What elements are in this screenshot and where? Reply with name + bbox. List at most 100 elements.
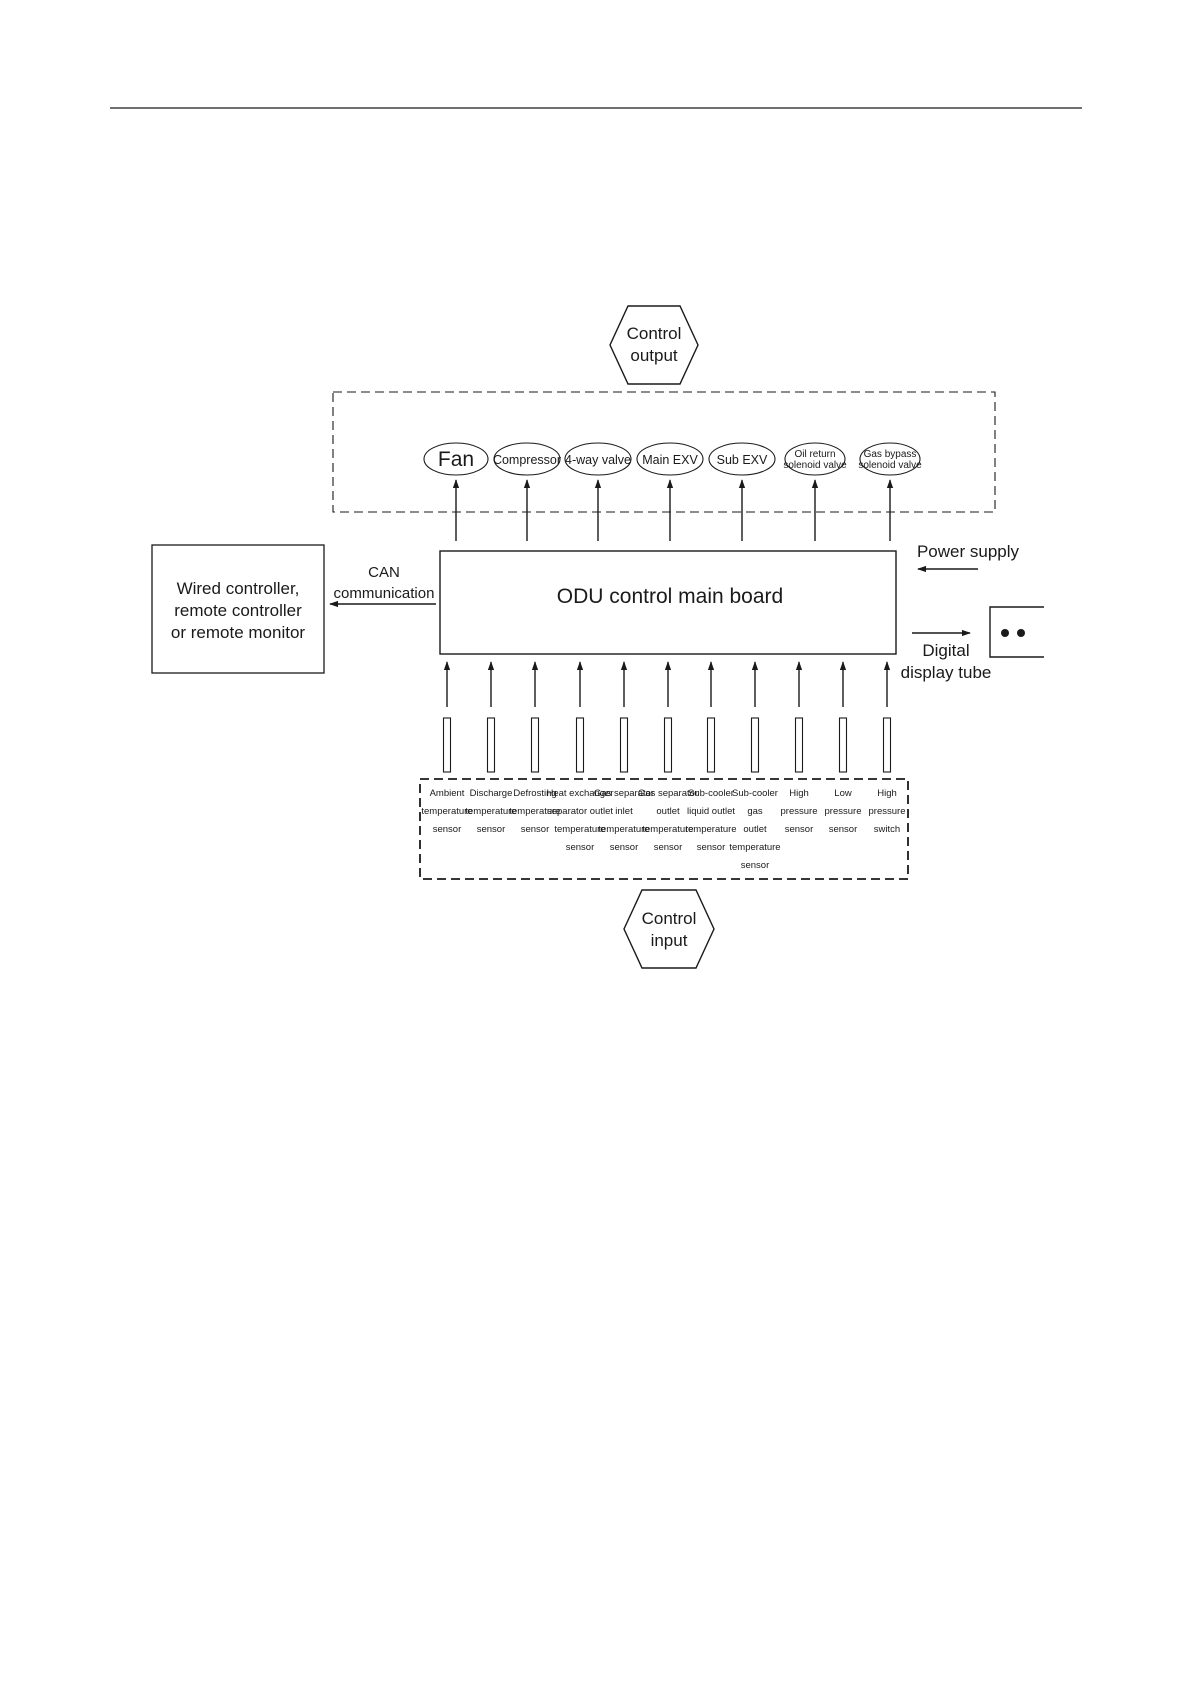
output-main-exv: Main EXV — [636, 442, 704, 541]
input-connector-low-pressure-sensor — [838, 717, 848, 773]
output-label-fan: Fan — [438, 448, 474, 471]
input-label-line: temperature — [509, 806, 560, 817]
input-label-line: separator outlet — [547, 806, 613, 817]
display-dot-right — [1017, 629, 1025, 637]
input-label-line: sensor — [433, 824, 462, 835]
output-label-line: 4-way valve — [565, 453, 631, 467]
output-oval-4-way-valve — [564, 442, 632, 476]
input-label-line: Heat exchanger — [546, 788, 613, 799]
input-label-line: sensor — [477, 824, 506, 835]
input-label-line: temperature — [554, 824, 605, 835]
input-label-line: sensor — [566, 842, 595, 853]
input-discharge-temperature-sensor: Discharge temperature sensor — [465, 661, 517, 835]
input-label-line: Gas separator — [594, 788, 654, 799]
input-label-line: Sub-cooler — [688, 788, 734, 799]
input-label-sub-cooler-liquid-outlet-temperature-sensor: Sub-cooler liquid outlet temperature sensor — [685, 788, 736, 853]
input-gas-separator-outlet-temperature-sensor: Gas separator outlet temperature sensor — [638, 661, 698, 853]
output-oval-fan — [423, 442, 489, 476]
input-label-heat-exchanger-separator-outlet-temperature-sensor: Heat exchanger separator outlet temperatur… — [546, 788, 613, 853]
input-label-line: sensor — [654, 842, 683, 853]
input-label-line: temperature — [642, 824, 693, 835]
input-label-discharge-temperature-sensor: Discharge temperature sensor — [465, 788, 516, 835]
input-label-line: liquid outlet — [687, 806, 735, 817]
digital-display-tube-box — [989, 606, 1044, 658]
power-supply-label: Power supply — [917, 542, 1020, 561]
input-label-line: sensor — [829, 824, 858, 835]
output-label-compressor: Compressor — [493, 453, 561, 467]
input-gas-separator-inlet-temperature-sensor: Gas separator inlet temperature sensor — [594, 661, 654, 853]
output-label-line: solenoid valve — [783, 460, 847, 471]
input-group-frame — [419, 778, 909, 880]
output-oval-sub-exv — [708, 442, 776, 476]
wired-controller-box — [151, 544, 325, 674]
output-sub-exv: Sub EXV — [708, 442, 776, 541]
input-label-line: inlet — [615, 806, 633, 817]
input-ambient-temperature-sensor: Ambient temperature sensor — [421, 661, 473, 835]
input-sub-cooler-liquid-outlet-temperature-sensor: Sub-cooler liquid outlet temperature sensor — [685, 661, 737, 853]
input-label-line: outlet — [656, 806, 680, 817]
output-compressor: Compressor — [493, 442, 561, 541]
input-label-line: Discharge — [470, 788, 513, 799]
output-fan: Fan — [423, 442, 489, 541]
output-label-line: Main EXV — [642, 453, 698, 467]
output-4-way-valve: 4-way valve — [564, 442, 632, 541]
input-label-line: temperature — [729, 842, 780, 853]
output-label-main-exv: Main EXV — [642, 453, 698, 467]
input-heat-exchanger-separator-outlet-temperature-sensor: Heat exchanger separator outlet temperatur… — [546, 661, 614, 853]
input-connector-high-pressure-switch — [882, 717, 892, 773]
input-connector-defrosting-temperature-sensor — [530, 717, 540, 773]
output-label-sub-exv: Sub EXV — [717, 453, 768, 467]
output-label-line: Compressor — [493, 453, 561, 467]
input-connector-sub-cooler-gas-outlet-temperature-sensor — [750, 717, 760, 773]
input-label-line: Gas separator — [638, 788, 698, 799]
output-oval-oil-return-solenoid-valve — [784, 442, 846, 476]
input-label-line: sensor — [697, 842, 726, 853]
input-connector-heat-exchanger-separator-outlet-temperature-sensor — [575, 717, 585, 773]
input-label-line: sensor — [521, 824, 550, 835]
input-label-line: temperature — [421, 806, 472, 817]
output-label-line: Fan — [438, 448, 474, 471]
output-devices: Fan Compressor 4-way valve Main EXV Sub EXV O… — [423, 442, 922, 541]
input-label-line: switch — [874, 824, 900, 835]
input-label-line: gas — [747, 806, 763, 817]
output-label-line: solenoid valve — [858, 460, 922, 471]
main-board-box — [439, 550, 897, 655]
input-label-line: sensor — [785, 824, 814, 835]
input-label-line: temperature — [465, 806, 516, 817]
input-label-line: outlet — [743, 824, 767, 835]
output-label-line: Gas bypass — [864, 449, 917, 460]
output-oval-gas-bypass-solenoid-valve — [859, 442, 921, 476]
input-label-line: High — [877, 788, 897, 799]
input-label-gas-separator-outlet-temperature-sensor: Gas separator outlet temperature sensor — [638, 788, 698, 853]
input-connector-discharge-temperature-sensor — [486, 717, 496, 773]
input-label-ambient-temperature-sensor: Ambient temperature sensor — [421, 788, 472, 835]
input-label-line: temperature — [598, 824, 649, 835]
input-label-line: Low — [834, 788, 852, 799]
input-label-line: Ambient — [430, 788, 465, 799]
input-connector-gas-separator-inlet-temperature-sensor — [619, 717, 629, 773]
input-label-line: temperature — [685, 824, 736, 835]
output-oval-main-exv — [636, 442, 704, 476]
input-label-line: sensor — [610, 842, 639, 853]
output-label-line: Oil return — [794, 449, 835, 460]
display-dot-left — [1001, 629, 1009, 637]
